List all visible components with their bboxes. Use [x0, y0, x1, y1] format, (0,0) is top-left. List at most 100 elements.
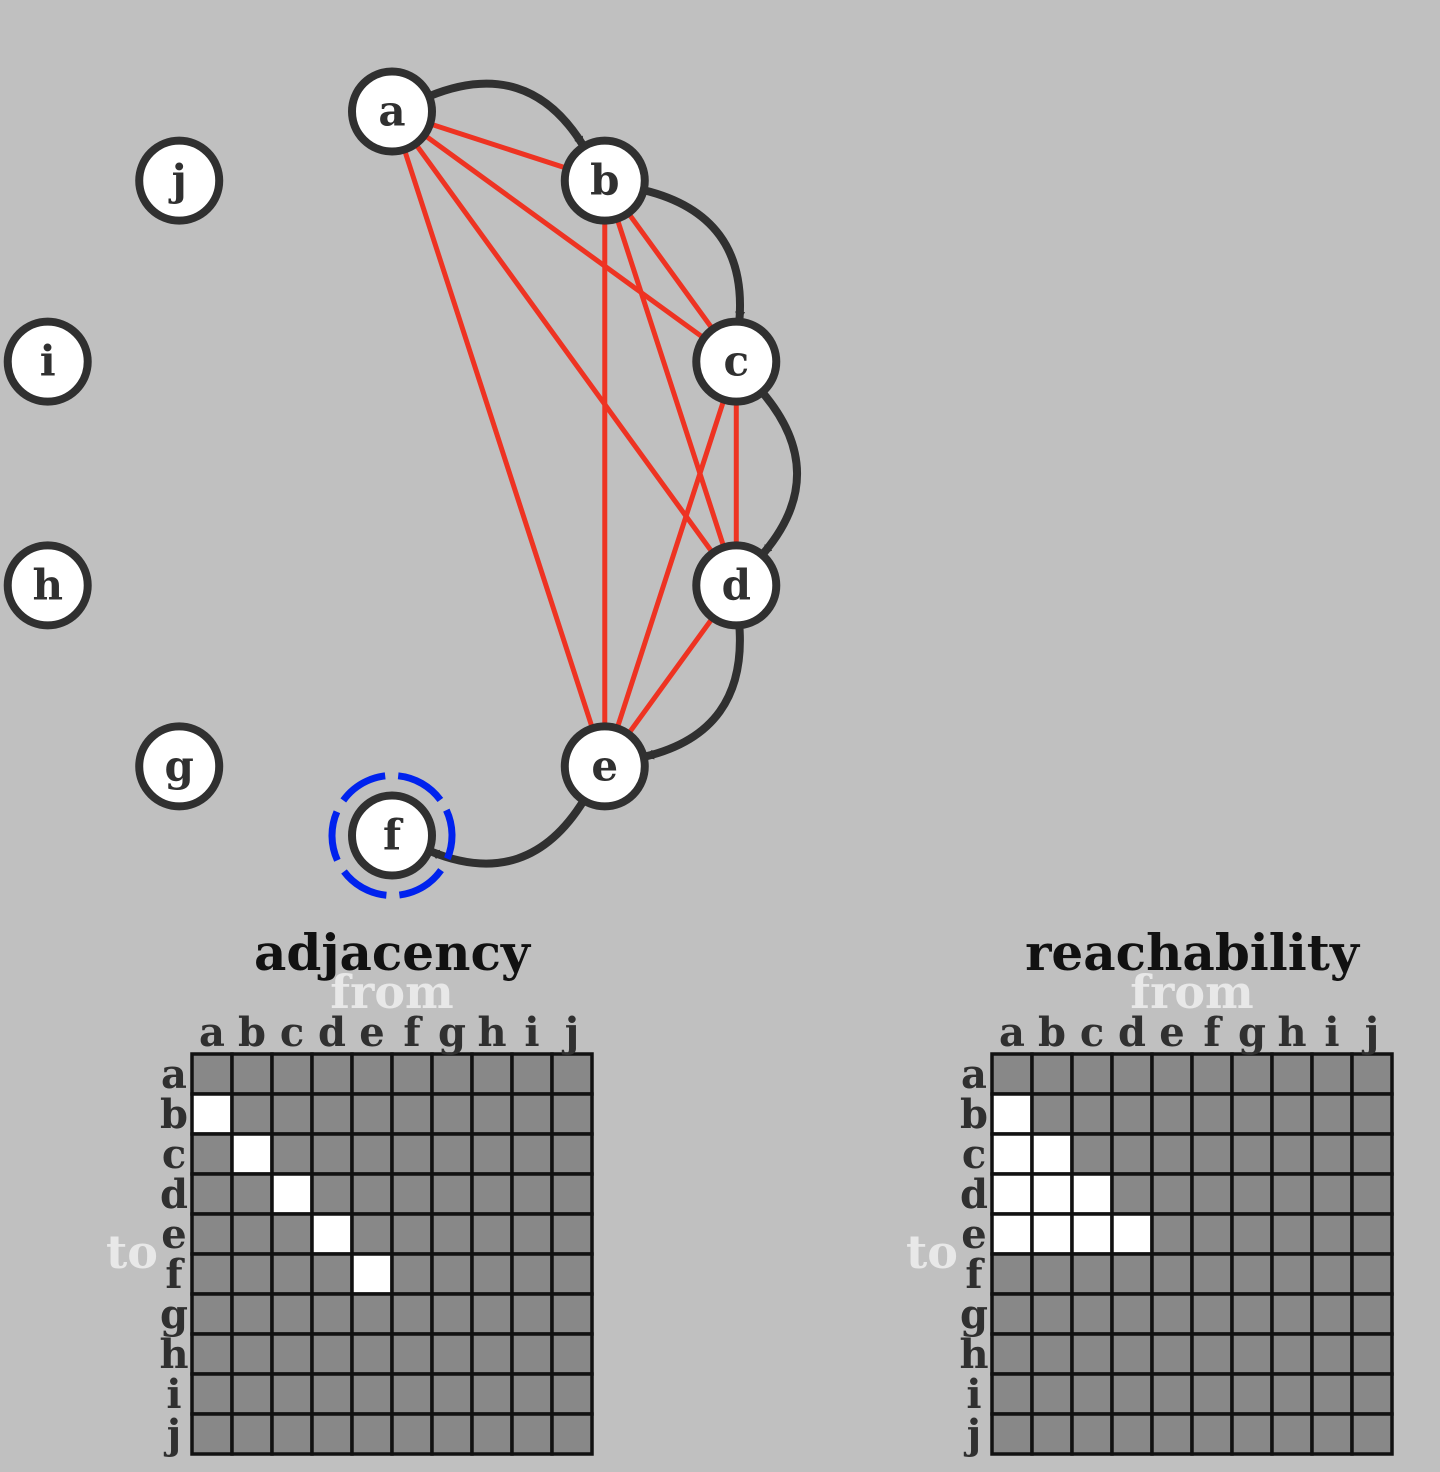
adjacency-cell-d-g	[430, 1172, 474, 1216]
adjacency-cell-i-i	[510, 1372, 554, 1416]
reachability-cell-f-b	[1030, 1252, 1074, 1296]
adjacency-cell-h-e	[350, 1332, 394, 1376]
node-label-i: i	[40, 337, 56, 386]
adjacency-cell-i-g	[430, 1372, 474, 1416]
adjacency-cell-b-f	[390, 1092, 434, 1136]
reachability-cell-j-h	[1270, 1412, 1314, 1456]
reachability-to-title: to	[906, 1225, 958, 1279]
reachability-from-tick-c: c	[1080, 1009, 1104, 1056]
adjacency-cell-e-i	[510, 1212, 554, 1256]
adjacency-to-tick-e: e	[161, 1211, 186, 1258]
reachability-cell-e-e	[1150, 1212, 1194, 1256]
adjacency-cell-b-d	[310, 1092, 354, 1136]
adjacency-cell-a-f	[390, 1052, 434, 1096]
reachability-from-tick-j: j	[1362, 1009, 1379, 1056]
reachability-cell-d-f	[1190, 1172, 1234, 1216]
reachability-edges	[389, 109, 739, 768]
adjacency-cell-a-a	[190, 1052, 234, 1096]
node-label-h: h	[32, 560, 63, 609]
reachability-cell-h-i	[1310, 1332, 1354, 1376]
adjacency-cell-b-e	[350, 1092, 394, 1136]
reachability-cell-a-b	[1030, 1052, 1074, 1096]
node-circle-d	[692, 541, 781, 630]
adjacency-cell-i-b	[230, 1372, 274, 1416]
reachability-cells	[990, 1052, 1394, 1456]
adjacency-cell-i-f	[390, 1372, 434, 1416]
adjacency-from-tick-e: e	[359, 1009, 384, 1056]
reachability-cell-f-f	[1190, 1252, 1234, 1296]
node-label-d: d	[722, 560, 751, 609]
reachability-to-tick-i: i	[966, 1371, 981, 1418]
reachability-from-tick-d: d	[1118, 1009, 1146, 1056]
node-j: j	[135, 136, 224, 225]
adjacency-cell-h-b	[230, 1332, 274, 1376]
node-b: b	[560, 136, 649, 225]
reachability-cell-g-c	[1070, 1292, 1114, 1336]
adjacency-cell-d-e	[350, 1172, 394, 1216]
adjacency-cell-b-g	[430, 1092, 474, 1136]
adjacency-cell-f-e	[350, 1252, 394, 1296]
arc-d-e	[643, 624, 744, 761]
adjacency-cell-f-c	[270, 1252, 314, 1296]
reachability-cell-g-g	[1230, 1292, 1274, 1336]
reachability-cell-g-j	[1350, 1292, 1394, 1336]
adjacency-cell-i-e	[350, 1372, 394, 1416]
adjacency-cell-e-h	[470, 1212, 514, 1256]
node-i: i	[3, 317, 92, 406]
reachability-cell-d-e	[1150, 1172, 1194, 1216]
reachability-cell-a-e	[1150, 1052, 1194, 1096]
reachability-cell-g-d	[1110, 1292, 1154, 1336]
reachability-cell-e-b	[1030, 1212, 1074, 1256]
reachability-to-tick-b: b	[960, 1091, 988, 1138]
adjacency-to-tick-j: j	[164, 1411, 181, 1458]
reachability-cell-a-h	[1270, 1052, 1314, 1096]
adjacency-cell-h-i	[510, 1332, 554, 1376]
node-label-a: a	[378, 87, 405, 136]
adjacency-cell-g-i	[510, 1292, 554, 1336]
node-label-b: b	[590, 156, 619, 205]
adjacency-to-tick-f: f	[165, 1251, 185, 1298]
reachability-cell-h-g	[1230, 1332, 1274, 1376]
node-circle-e	[560, 722, 649, 811]
node-circle-b	[560, 136, 649, 225]
adjacency-cell-a-c	[270, 1052, 314, 1096]
adjacency-cell-f-a	[190, 1252, 234, 1296]
adjacency-cell-d-c	[270, 1172, 314, 1216]
adjacency-cell-c-j	[550, 1132, 594, 1176]
adjacency-cell-f-i	[510, 1252, 554, 1296]
reachability-cell-b-c	[1070, 1092, 1114, 1136]
adjacency-from-tick-f: f	[403, 1009, 423, 1056]
reachability-cell-f-g	[1230, 1252, 1274, 1296]
highlight-ring-f	[328, 772, 456, 899]
reachability-cell-g-h	[1270, 1292, 1314, 1336]
adjacency-cell-a-b	[230, 1052, 274, 1096]
adjacency-cell-g-a	[190, 1292, 234, 1336]
reachability-cell-e-i	[1310, 1212, 1354, 1256]
adjacency-cell-j-g	[430, 1412, 474, 1456]
adjacency-cell-g-b	[230, 1292, 274, 1336]
reachability-cell-j-g	[1230, 1412, 1274, 1456]
reachability-cell-b-i	[1310, 1092, 1354, 1136]
adjacency-cells	[190, 1052, 594, 1456]
reachability-cell-j-a	[990, 1412, 1034, 1456]
reachability-cell-a-j	[1350, 1052, 1394, 1096]
adjacency-to-tick-b: b	[160, 1091, 188, 1138]
reachability-cell-f-e	[1150, 1252, 1194, 1296]
reachability-cell-d-c	[1070, 1172, 1114, 1216]
arc-e-f	[428, 798, 588, 868]
reachability-cell-b-e	[1150, 1092, 1194, 1136]
adjacency-cell-c-h	[470, 1132, 514, 1176]
reachability-from-tick-a: a	[999, 1009, 1025, 1056]
reachability-from-tick-i: i	[1324, 1009, 1339, 1056]
reachability-cell-d-g	[1230, 1172, 1274, 1216]
reachability-cell-a-f	[1190, 1052, 1234, 1096]
reachability-cell-h-f	[1190, 1332, 1234, 1376]
reachability-cell-e-h	[1270, 1212, 1314, 1256]
